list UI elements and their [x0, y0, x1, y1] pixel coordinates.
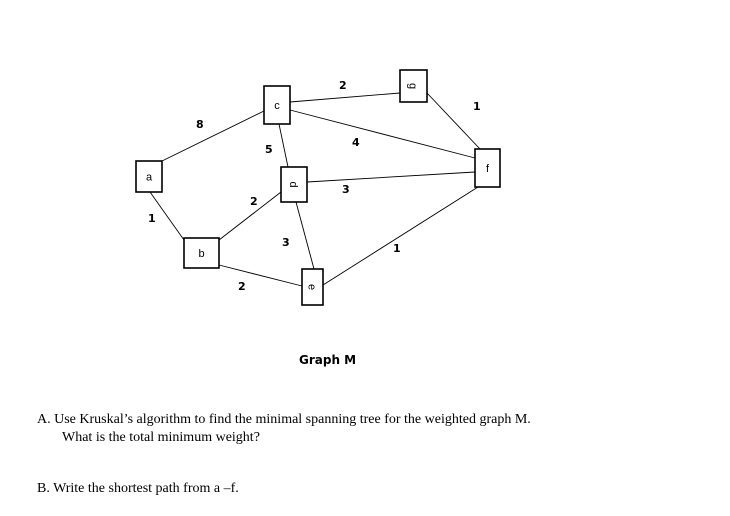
- edge-d-e: [295, 201, 315, 270]
- edge-weight-g-f: 1: [473, 100, 481, 113]
- edge-weight-c-g: 2: [339, 79, 347, 92]
- node-b: b: [183, 237, 220, 269]
- graph-caption: Graph M: [299, 353, 357, 367]
- nodes-layer: a b c d e f g: [135, 69, 501, 306]
- edge-c-d: [278, 123, 289, 168]
- edge-d-f: [306, 171, 476, 183]
- edge-g-f: [426, 92, 481, 150]
- node-c: c: [263, 85, 291, 125]
- question-a-line-2: What is the total minimum weight?: [62, 430, 260, 445]
- edge-weight-a-c: 8: [196, 118, 204, 131]
- edge-c-g: [289, 92, 401, 103]
- edge-weight-c-d: 5: [265, 143, 273, 156]
- node-label-b: b: [198, 248, 204, 260]
- node-box-f: [474, 148, 501, 188]
- question-a-line-1: A. Use Kruskal’s algorithm to find the m…: [37, 412, 531, 427]
- node-label-e: e: [306, 284, 318, 290]
- node-box-d: [280, 166, 308, 203]
- node-box-a: [135, 160, 163, 193]
- question-b-line-1: B. Write the shortest path from a –f.: [37, 481, 239, 496]
- edge-weight-d-f: 3: [342, 183, 350, 196]
- node-box-b: [183, 237, 220, 269]
- node-label-f: f: [486, 163, 490, 175]
- edge-e-f: [322, 186, 479, 286]
- question-a: A. Use Kruskal’s algorithm to find the m…: [37, 411, 531, 447]
- node-label-a: a: [146, 172, 153, 184]
- edge-weight-b-e: 2: [238, 280, 246, 293]
- edge-c-f: [289, 109, 476, 159]
- edge-a-c: [161, 110, 265, 162]
- node-box-c: [263, 85, 291, 125]
- node-f: f: [474, 148, 501, 188]
- node-label-d: d: [287, 181, 299, 187]
- edge-b-e: [218, 264, 303, 287]
- edge-weight-b-d: 2: [250, 195, 258, 208]
- edge-a-b: [149, 191, 185, 241]
- question-b: B. Write the shortest path from a –f.: [37, 480, 239, 498]
- edge-weight-a-b: 1: [148, 212, 156, 225]
- node-box-e: [301, 268, 324, 306]
- weights-layer: 8 1 2 4 5 1 3 2 3 2 1: [148, 79, 481, 293]
- node-g: g: [399, 69, 428, 103]
- node-label-c: c: [274, 100, 280, 112]
- edge-weight-c-f: 4: [352, 136, 360, 149]
- node-e: e: [301, 268, 324, 306]
- edge-weight-e-f: 1: [393, 242, 401, 255]
- node-label-g: g: [407, 83, 419, 89]
- node-a: a: [135, 160, 163, 193]
- edges-layer: [149, 92, 481, 287]
- node-box-g: [399, 69, 428, 103]
- edge-weight-d-e: 3: [282, 236, 290, 249]
- edge-b-d: [218, 191, 282, 241]
- node-d: d: [280, 166, 308, 203]
